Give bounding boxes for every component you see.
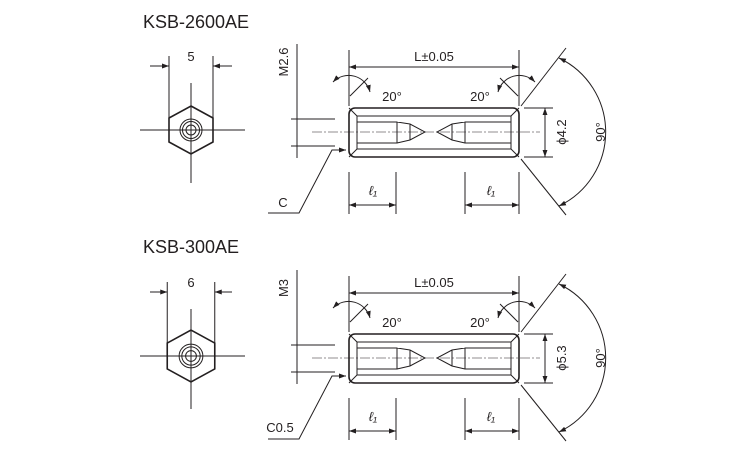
cone-line-top [520,47,567,107]
drawing-title: KSB-300AE [143,237,239,257]
cone-angle-label: 90° [593,122,608,142]
angle-arc-left [332,75,371,93]
chamfer-leader [268,147,346,214]
cone-angle-arc [558,57,607,207]
chamfer-corner [510,107,520,117]
chamfer-corner [348,333,358,343]
angle-right-label: 20° [470,315,490,330]
chamfer-leader [268,373,346,440]
hex-end-view: 6 [140,275,245,409]
depth-left-label: ℓ₁ [369,409,377,424]
chamfer-corner [510,333,520,343]
depth-left-label: ℓ₁ [369,183,377,198]
hex-end-view: 5 [140,49,245,183]
cone-line-bottom [520,384,567,442]
angle-left-label: 20° [382,315,402,330]
left-tapped-hole [357,121,427,144]
drawing-ksb-300ae: 6 L±0.05 20° 20° M3 ϕ5.3 90° ℓ₁ ℓ₁ C0.5 [140,270,608,442]
cone-line-top [520,273,567,333]
right-tapped-hole [435,347,511,370]
angle-left-label: 20° [382,89,402,104]
angle-arc-right [497,75,536,93]
angle-line-left [349,303,369,323]
angle-line-right [499,303,519,323]
cone-angle-label: 90° [593,348,608,368]
drawing-ksb-2600ae: 5 L±0.05 20° 20° M2.6 ϕ4.2 90° ℓ₁ ℓ₁ C [140,44,608,216]
body-outline [348,333,520,384]
diameter-label: ϕ4.2 [554,119,569,144]
side-view: L±0.05 20° 20° M3 ϕ5.3 90° ℓ₁ ℓ₁ C0.5 [266,270,608,442]
angle-line-left [349,77,369,97]
depth-right-label: ℓ₁ [487,183,495,198]
chamfer-corner [510,148,520,158]
hex-width-label: 5 [187,49,194,64]
length-label: L±0.05 [414,49,454,64]
body-outline [348,107,520,158]
angle-line-right [499,77,519,97]
chamfer-inner-edge [356,341,512,376]
diameter-label: ϕ5.3 [554,345,569,370]
chamfer-label: C0.5 [266,420,293,435]
cone-line-bottom [520,158,567,216]
chamfer-corner [348,148,358,158]
cone-angle-arc [558,283,607,433]
thread-size-label: M2.6 [276,48,291,77]
chamfer-corner [348,374,358,384]
chamfer-inner-edge [356,115,512,150]
angle-arc-left [332,301,371,319]
hex-width-label: 6 [187,275,194,290]
angle-right-label: 20° [470,89,490,104]
chamfer-label: C [278,195,287,210]
left-tapped-hole [357,347,427,370]
right-tapped-hole [435,121,511,144]
depth-right-label: ℓ₁ [487,409,495,424]
angle-arc-right [497,301,536,319]
chamfer-corner [348,107,358,117]
side-view: L±0.05 20° 20° M2.6 ϕ4.2 90° ℓ₁ ℓ₁ C [268,44,608,216]
length-label: L±0.05 [414,275,454,290]
drawing-title: KSB-2600AE [143,12,249,32]
chamfer-corner [510,374,520,384]
thread-size-label: M3 [276,279,291,297]
